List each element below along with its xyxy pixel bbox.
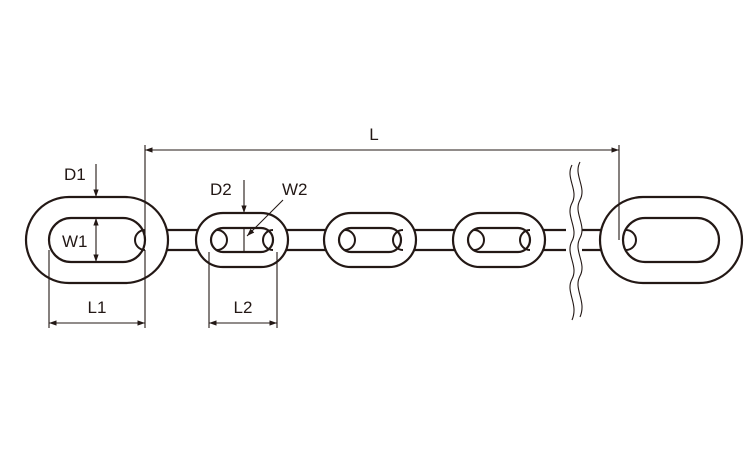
label-l2: L2: [234, 298, 253, 317]
dimension-l: L: [144, 125, 620, 240]
label-d1: D1: [64, 165, 86, 184]
dimension-w1: W1: [62, 218, 99, 262]
label-w1: W1: [62, 232, 88, 251]
label-l1: L1: [88, 298, 107, 317]
side-link-ends: [134, 229, 637, 251]
end-link-right: [598, 195, 744, 285]
dimension-w2: W2: [246, 180, 308, 237]
dimension-d1: D1: [64, 164, 99, 197]
dimension-l2: L2: [208, 252, 278, 328]
end-link-left: [24, 195, 170, 285]
label-d2: D2: [210, 180, 232, 199]
link-b: [322, 211, 418, 269]
link-a: [194, 211, 290, 269]
break-symbol: [566, 161, 583, 321]
link-c: [451, 211, 547, 269]
label-w2: W2: [282, 180, 308, 199]
dimension-d2: D2: [210, 180, 247, 213]
dimension-l1: L1: [48, 250, 146, 328]
label-l: L: [369, 125, 378, 144]
